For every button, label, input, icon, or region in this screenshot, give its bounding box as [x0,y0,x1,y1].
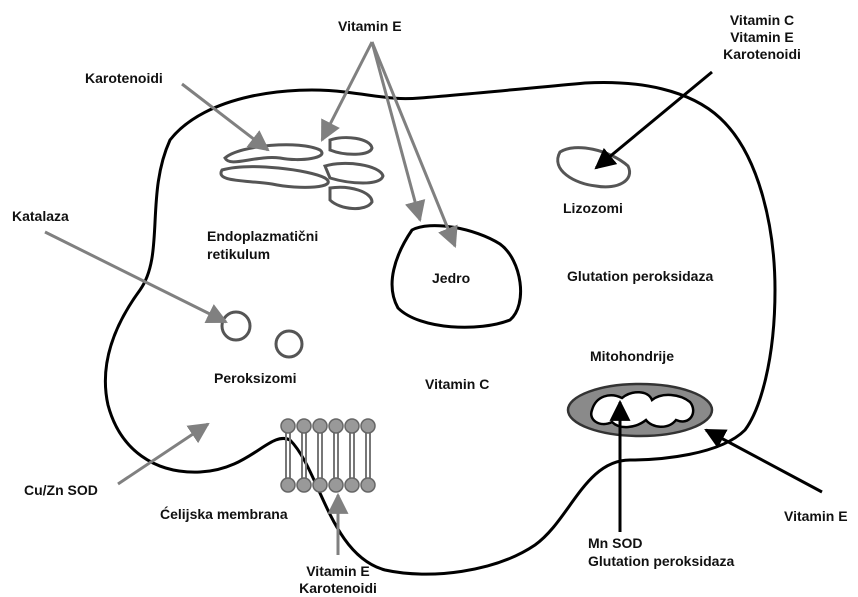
label-vitamin-c: Vitamin C [425,376,489,393]
cell-outline [105,82,775,574]
label-katalaza: Katalaza [12,208,69,225]
label-karotenoidi: Karotenoidi [85,70,163,87]
label-celijska-membrana: Ćelijska membrana [160,506,288,523]
label-mitohondrije: Mitohondrije [590,348,674,365]
label-group-vitamin-c: Vitamin C [712,12,812,29]
arrow-cuzn-to-membrane [118,424,208,484]
lysosome [558,148,630,187]
label-group-membrane-antioxidants: Vitamin E Karotenoidi [288,563,388,597]
label-peroksizomi: Peroksizomi [214,370,296,387]
label-group-vitamin-e: Vitamin E [712,29,812,46]
label-vitamin-e-right: Vitamin E [784,508,848,525]
label-glutation-peroksidaza: Glutation peroksidaza [567,268,713,285]
arrow-vitE-to-nucleus-1 [372,42,420,220]
label-glutation-peroksidaza-bottom: Glutation peroksidaza [588,553,734,570]
arrow-vitE-right-to-mito [706,430,822,492]
label-endoplazmaticni: Endoplazmatični [207,228,318,245]
lipid-bilayer [281,419,375,492]
label-lizozomi: Lizozomi [563,200,623,217]
label-retikulum: retikulum [207,246,270,263]
label-mn-sod: Mn SOD [588,535,642,552]
arrow-katalaza-to-peroxisome [45,232,226,322]
label-group-karotenoidi: Karotenoidi [712,46,812,63]
label-cuzn-sod: Cu/Zn SOD [24,482,98,499]
arrow-vitE-to-nucleus-2 [372,42,455,246]
label-vitamin-e-bottom: Vitamin E [288,563,388,580]
endoplasmic-reticulum [221,138,383,209]
peroxisome-2 [276,331,302,357]
label-group-lysosome-antioxidants: Vitamin C Vitamin E Karotenoidi [712,12,812,63]
black-arrows [596,72,822,532]
label-karotenoidi-bottom: Karotenoidi [288,580,388,597]
peroxisome-1 [222,312,250,340]
mitochondrion [568,384,712,436]
label-vitamin-e-top: Vitamin E [338,18,402,35]
label-jedro: Jedro [432,270,470,287]
